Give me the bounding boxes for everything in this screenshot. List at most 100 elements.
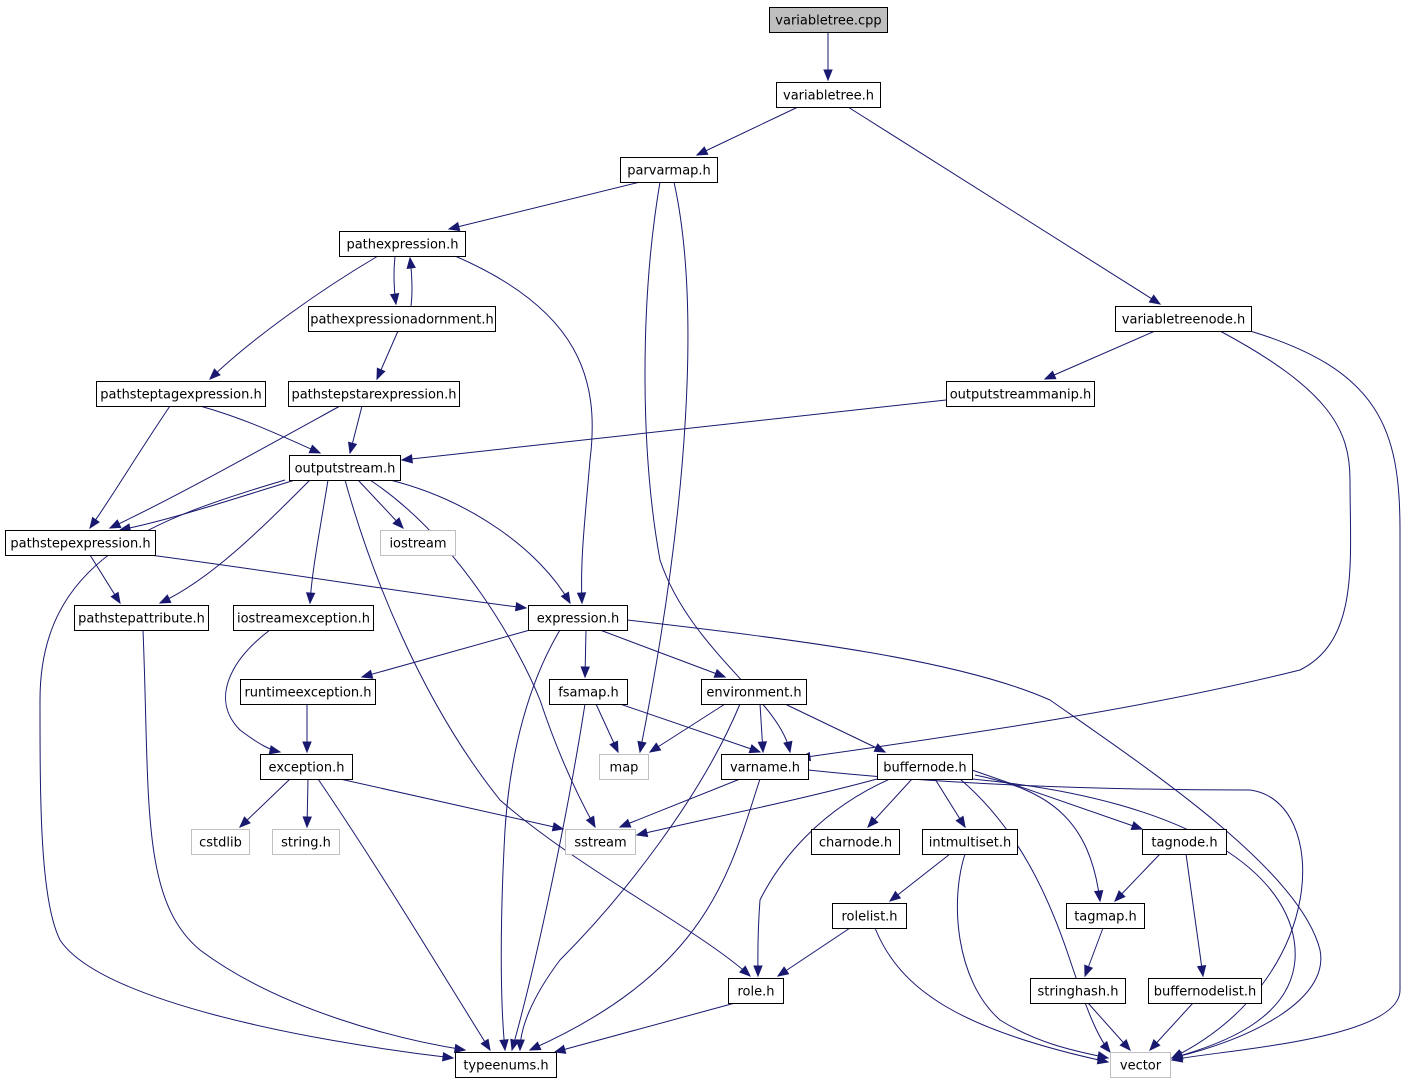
node-charnode-h[interactable]: charnode.h [811,829,900,855]
node-label: rolelist.h [841,910,897,925]
node-box [549,679,628,705]
edge-exception_h-to-string_h [302,778,312,829]
node-role-h[interactable]: role.h [728,978,784,1004]
edge-line [500,629,561,1051]
node-label: expression.h [537,612,620,627]
node-label: tagmap.h [1074,910,1137,925]
arrow-head [1114,890,1126,902]
node-parvarmap-h[interactable]: parvarmap.h [620,157,718,183]
node-label: intmultiset.h [929,836,1011,851]
edge-line [39,479,454,1059]
node-pathsteptagexpression-h[interactable]: pathsteptagexpression.h [96,381,266,407]
arrow-head [348,441,358,455]
node-tagnode-h[interactable]: tagnode.h [1142,829,1227,855]
arrow-head [867,816,879,828]
edge-fsamap_h-to-varname_h [619,703,762,754]
edge-line [971,769,1143,830]
arrow-head [1149,1039,1161,1051]
edge-line [159,479,311,604]
edge-expression_h-to-environment_h [599,629,727,678]
node-intmultiset-h[interactable]: intmultiset.h [922,829,1018,855]
node-stringhash-h[interactable]: stringhash.h [1030,978,1126,1004]
edge-line [529,778,761,1051]
file-nodes: variabletree.cpp variabletree.h parvarmap.… [5,7,1262,1078]
node-pathstepstarexpression-h[interactable]: pathstepstarexpression.h [288,381,460,407]
node-label: cstdlib [199,836,242,851]
node-variabletreenode-h[interactable]: variabletreenode.h [1115,306,1252,332]
edge-outputstream_h-to-typeenums_h [39,479,455,1062]
edge-line [619,778,741,828]
arrow-head [89,516,100,530]
node-pathstepexpression-h[interactable]: pathstepexpression.h [5,530,156,556]
node-box [1110,1052,1171,1078]
edge-exception_h-to-sstream [339,778,565,832]
node-runtimeexception-h[interactable]: runtimeexception.h [240,679,376,705]
node-label: string.h [281,836,331,851]
node-map: map [599,754,649,780]
edge-line [142,629,466,1051]
node-box [5,530,156,556]
edge-line [511,703,586,1051]
edge-line [109,405,341,529]
node-pathstepattribute-h[interactable]: pathstepattribute.h [74,605,209,631]
node-fsamap-h[interactable]: fsamap.h [549,679,628,705]
node-string-h: string.h [272,829,340,855]
edge-fsamap_h-to-typeenums_h [510,703,586,1052]
node-label: pathexpressionadornment.h [310,313,494,328]
arrow-head [713,668,727,678]
node-box [877,754,973,780]
arrow-head [823,69,833,82]
edge-line [209,255,379,380]
node-outputstreammanip-h[interactable]: outputstreammanip.h [946,381,1095,407]
arrow-head [1196,964,1207,978]
edge-line [317,778,491,1051]
node-typeenums-h[interactable]: typeenums.h [455,1052,557,1078]
node-outputstream-h[interactable]: outputstream.h [289,455,401,481]
edge-line [1044,330,1156,380]
node-box [776,82,881,108]
node-box [620,157,718,183]
arrow-head [748,744,762,754]
node-pathexpression-h[interactable]: pathexpression.h [339,231,466,257]
node-box [922,829,1018,855]
arrow-head [480,1038,491,1052]
edge-pathexpressionadornment_h-to-pathexpression_h [406,256,416,307]
edge-pathsteptagexpression_h-to-pathstepexpression_h [89,405,171,530]
edge-line [344,479,751,977]
arrow-head [873,743,887,753]
edge-line [119,479,296,531]
node-rolelist-h[interactable]: rolelist.h [832,903,907,929]
node-exception-h[interactable]: exception.h [260,754,353,780]
arrow-head [360,669,374,679]
node-vector: vector [1110,1052,1171,1078]
node-expression-h[interactable]: expression.h [528,605,628,631]
arrow-head [553,1044,567,1054]
node-environment-h[interactable]: environment.h [701,679,807,705]
edge-buffernode_h-to-role_h [753,778,891,978]
node-varname-h[interactable]: varname.h [721,754,809,780]
edge-line [644,181,791,753]
node-variabletree-cpp[interactable]: variabletree.cpp [769,7,888,33]
node-variabletree-h[interactable]: variabletree.h [776,82,881,108]
node-pathexpressionadornment-h[interactable]: pathexpressionadornment.h [308,306,496,332]
arrow-head [635,827,649,838]
edge-outputstream_h-to-iostreamexception_h [305,479,329,605]
node-box [946,381,1095,407]
arrow-head [392,517,404,529]
edge-line [357,479,404,529]
node-label: exception.h [269,761,345,776]
edge-line [807,769,1304,1059]
node-tagmap-h[interactable]: tagmap.h [1066,903,1145,929]
node-label: pathstepattribute.h [78,612,205,627]
edge-varname_h-to-typeenums_h [528,778,761,1051]
node-iostreamexception-h[interactable]: iostreamexception.h [233,605,374,631]
arrow-head [453,1043,467,1054]
edge-rolelist_h-to-vector [874,927,1110,1065]
arrow-head [1096,1055,1110,1065]
node-buffernode-h[interactable]: buffernode.h [877,754,973,780]
node-buffernodelist-h[interactable]: buffernodelist.h [1148,978,1262,1004]
node-label: pathstepstarexpression.h [291,388,456,403]
arrow-head [528,1041,542,1051]
node-label: iostreamexception.h [237,612,370,627]
edge-pathstepstarexpression_h-to-outputstream_h [348,405,363,455]
